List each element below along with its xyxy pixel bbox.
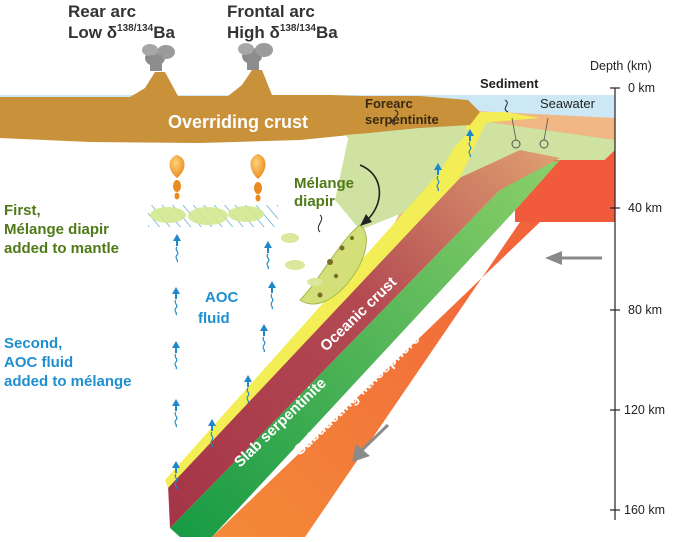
seawater-label: Seawater [540,96,596,111]
diapir-flow-arrow [359,164,381,223]
forearc-label-line2: serpentinite [365,112,439,127]
sediment-strip [165,118,488,488]
first-label-line3: added to mantle [4,240,119,257]
frontal-arc-magma-drops [250,154,266,202]
second-label-line2: AOC fluid [4,354,73,371]
forearc-serpentinite-bump [345,128,470,171]
melange-diapir-blobs [281,224,367,305]
frontal-arc-title: Frontal arc [227,2,315,21]
subducting-lithosphere-band [212,150,615,537]
sediment-squiggle [504,99,509,113]
rear-arc-subtitle: Low δ138/134Ba [68,23,175,42]
depth-axis [610,87,620,520]
aoc-fluid-label-line1: AOC [205,289,239,306]
sediment-circles [511,117,549,149]
melange-mantle-zone [148,205,278,227]
second-label-line1: Second, [4,335,62,352]
rear-arc-magma-drops [169,155,185,200]
forearc-squiggle [391,109,399,126]
depth-tick-160: 160 km [624,503,665,517]
slab-serpentinite-band [170,160,560,537]
depth-axis-title: Depth (km) [590,59,652,73]
depth-tick-40: 40 km [628,201,662,215]
first-label-line2: Mélange diapir [4,221,109,238]
overriding-crust-label: Overriding crust [168,112,308,132]
rear-arc-title: Rear arc [68,2,136,21]
melange-diapir-label-line2: diapir [294,193,335,210]
sediment-label: Sediment [480,76,539,91]
diapir-squiggle [317,214,323,233]
depth-tick-80: 80 km [628,303,662,317]
melange-diapir-label-line1: Mélange [294,175,354,192]
depth-tick-120: 120 km [624,403,665,417]
plate-motion-arrow-down [352,423,390,462]
forearc-label-line1: Forearc [365,96,413,111]
overriding-crust-shape [0,70,480,143]
depth-tick-0: 0 km [628,81,655,95]
frontal-arc-subtitle: High δ138/134Ba [227,23,338,42]
rear-arc-volcano-plume [142,44,175,71]
aoc-fluid-label-line2: fluid [198,310,230,327]
second-label-line3: added to mélange [4,373,132,390]
frontal-arc-volcano-plume [238,43,273,70]
diapir-flow-arrowhead [360,214,372,226]
plate-motion-arrow-right [545,251,602,265]
first-label-line1: First, [4,202,41,219]
